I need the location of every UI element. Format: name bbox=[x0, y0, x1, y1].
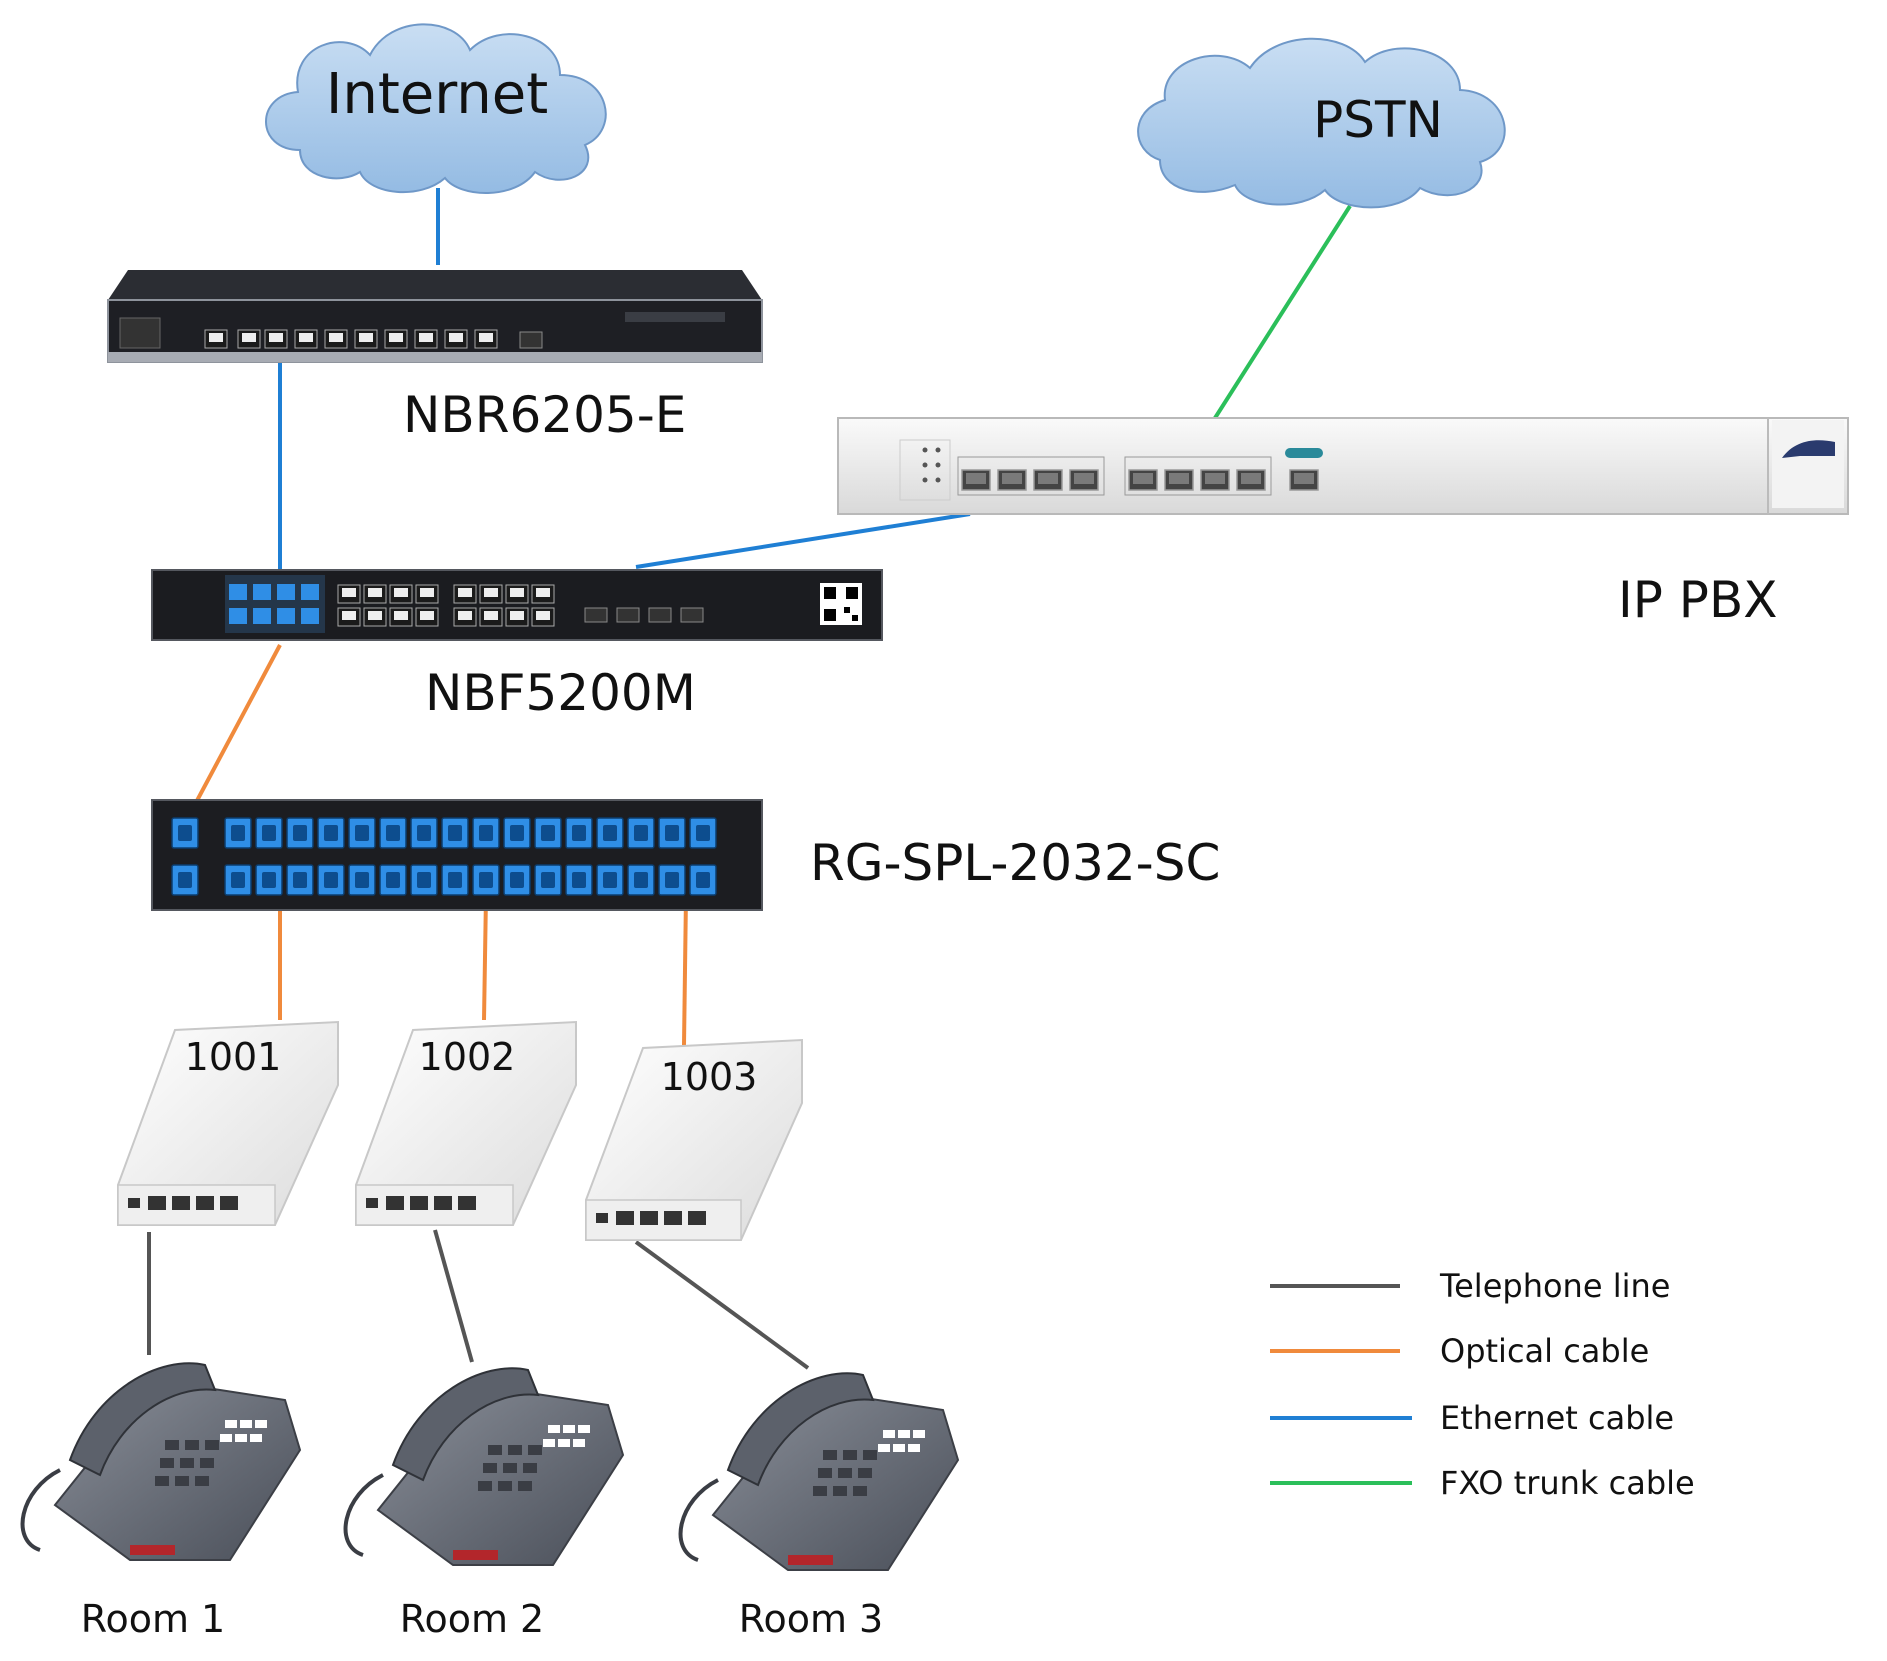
pbx-console-port bbox=[1285, 448, 1323, 491]
room-2-label: Room 2 bbox=[400, 1597, 544, 1641]
pbx-eth1-ports bbox=[1124, 456, 1272, 496]
phone-room1 bbox=[20, 1362, 302, 1561]
legend-item-telephone-line: Telephone line bbox=[1270, 1267, 1670, 1305]
switch-sfp-ports bbox=[584, 607, 704, 623]
phone-room2 bbox=[343, 1367, 625, 1566]
ethernet-cable-switch-pbx bbox=[635, 512, 971, 569]
room-1-label: Room 1 bbox=[81, 1597, 225, 1641]
splitter-device bbox=[151, 799, 763, 911]
optical-cable-splitter-onu2 bbox=[482, 894, 488, 1021]
connections bbox=[147, 188, 1352, 1370]
telephone-line-onu2-phone2 bbox=[433, 1229, 474, 1363]
qr-code-icon bbox=[820, 583, 862, 625]
onu-1003: 1003 bbox=[585, 1038, 803, 1241]
legend-item-ethernet-cable: Ethernet cable bbox=[1270, 1399, 1674, 1437]
onu-1002: 1002 bbox=[355, 1020, 577, 1226]
legend-label: FXO trunk cable bbox=[1440, 1464, 1695, 1502]
optical-cable-splitter-onu3 bbox=[682, 894, 688, 1046]
switch-label: NBF5200M bbox=[425, 664, 696, 722]
optical-cable-switch-splitter bbox=[190, 644, 282, 811]
internet-cloud: Internet bbox=[265, 23, 607, 194]
router-ports bbox=[204, 329, 543, 349]
legend-label: Ethernet cable bbox=[1440, 1399, 1674, 1437]
phone-keypad bbox=[478, 1445, 542, 1491]
pstn-cloud: PSTN bbox=[1137, 37, 1506, 209]
onu-1003-ext: 1003 bbox=[661, 1055, 758, 1099]
telephone-line-onu3-phone3 bbox=[634, 1240, 810, 1370]
pbx-eth0-ports bbox=[957, 456, 1105, 496]
switch-fiber-ports bbox=[229, 584, 319, 624]
onu-1001-ext: 1001 bbox=[185, 1035, 282, 1079]
phone-keypad bbox=[155, 1440, 219, 1486]
room-3-label: Room 3 bbox=[739, 1597, 883, 1641]
legend: Telephone line Optical cable Ethernet ca… bbox=[1270, 1267, 1695, 1502]
router-label: NBR6205-E bbox=[403, 386, 686, 444]
onu-1001: 1001 bbox=[117, 1020, 339, 1226]
splitter-label: RG-SPL-2032-SC bbox=[810, 834, 1220, 892]
phone-keypad bbox=[813, 1450, 877, 1496]
switch-device bbox=[151, 569, 883, 641]
legend-label: Optical cable bbox=[1440, 1332, 1649, 1370]
legend-item-optical-cable: Optical cable bbox=[1270, 1332, 1649, 1370]
ip-pbx-device bbox=[837, 417, 1849, 515]
legend-item-fxo-trunk-cable: FXO trunk cable bbox=[1270, 1464, 1695, 1502]
pstn-label: PSTN bbox=[1313, 91, 1443, 149]
internet-label: Internet bbox=[326, 62, 548, 127]
pbx-status-leds bbox=[899, 439, 951, 501]
onu-1002-ext: 1002 bbox=[419, 1035, 516, 1079]
router-device bbox=[107, 270, 763, 363]
phone-room3 bbox=[678, 1372, 960, 1571]
ippbx-label: IP PBX bbox=[1618, 571, 1778, 629]
legend-label: Telephone line bbox=[1439, 1267, 1670, 1305]
fxo-trunk-cable-pstn-pbx bbox=[1213, 204, 1352, 420]
